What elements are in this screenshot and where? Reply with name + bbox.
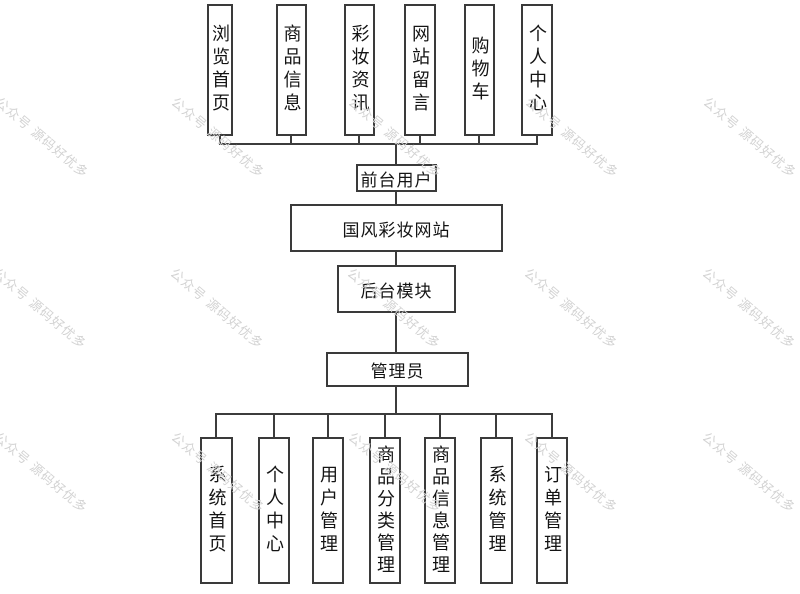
node-label: 系统首页 (206, 464, 227, 557)
node-label: 网站留言 (410, 24, 430, 116)
connector-line (395, 386, 397, 414)
connector-line (395, 191, 397, 205)
node-label: 个人中心 (527, 24, 547, 116)
node-label: 国风彩妆网站 (342, 220, 451, 240)
connector-line (219, 136, 221, 144)
watermark-text: 公众号 源码好优多 (167, 265, 267, 352)
node-label: 商品信息 (281, 24, 302, 116)
connector-line (419, 136, 421, 144)
connector-line (395, 251, 397, 266)
connector-line (273, 413, 275, 438)
node-shopping-cart: 购物车 (464, 4, 495, 136)
node-label: 系统管理 (486, 464, 507, 557)
node-frontend-user: 前台用户 (356, 164, 437, 192)
connector-line (290, 136, 292, 144)
node-user-management: 用户管理 (312, 437, 344, 584)
connector-line (395, 143, 397, 166)
node-label: 前台用户 (360, 170, 433, 190)
watermark-text: 公众号 源码好优多 (521, 265, 621, 352)
watermark-text: 公众号 源码好优多 (699, 265, 799, 352)
connector-line (395, 312, 397, 353)
node-label: 用户管理 (318, 464, 338, 557)
node-label: 订单管理 (542, 464, 562, 557)
node-label: 商品分类管理 (375, 444, 395, 577)
connector-line (219, 143, 538, 145)
node-label: 管理员 (370, 362, 425, 381)
connector-line (439, 413, 441, 438)
node-label: 浏览首页 (210, 24, 230, 116)
connector-line (215, 413, 217, 438)
watermark-text: 公众号 源码好优多 (0, 94, 92, 181)
node-personal-center: 个人中心 (521, 4, 553, 136)
watermark-text: 公众号 源码好优多 (0, 429, 91, 516)
node-system-management: 系统管理 (480, 437, 513, 584)
connector-line (384, 413, 386, 438)
node-label: 后台模块 (360, 281, 433, 301)
node-admin: 管理员 (326, 352, 469, 387)
connector-line (478, 136, 480, 144)
node-product-category-management: 商品分类管理 (369, 437, 401, 584)
node-label: 购物车 (469, 35, 490, 105)
node-product-info-management: 商品信息管理 (424, 437, 456, 584)
node-makeup-news: 彩妆资讯 (344, 4, 375, 136)
node-personal-center-admin: 个人中心 (258, 437, 290, 584)
connector-line (358, 136, 360, 144)
node-label: 个人中心 (264, 464, 284, 557)
connector-line (495, 413, 497, 438)
connector-line (536, 136, 538, 144)
node-site-title: 国风彩妆网站 (290, 204, 503, 252)
node-site-messages: 网站留言 (404, 4, 436, 136)
node-browse-homepage: 浏览首页 (207, 4, 233, 136)
connector-line (551, 413, 553, 438)
watermark-text: 公众号 源码好优多 (699, 429, 799, 516)
node-backend-module: 后台模块 (337, 265, 456, 313)
node-order-management: 订单管理 (536, 437, 568, 584)
watermark-text: 公众号 源码好优多 (700, 94, 800, 181)
node-product-info: 商品信息 (276, 4, 307, 136)
watermark-text: 公众号 源码好优多 (0, 265, 90, 352)
node-label: 商品信息管理 (430, 444, 450, 577)
connector-line (327, 413, 329, 438)
node-system-homepage: 系统首页 (200, 437, 233, 584)
node-label: 彩妆资讯 (349, 24, 370, 116)
